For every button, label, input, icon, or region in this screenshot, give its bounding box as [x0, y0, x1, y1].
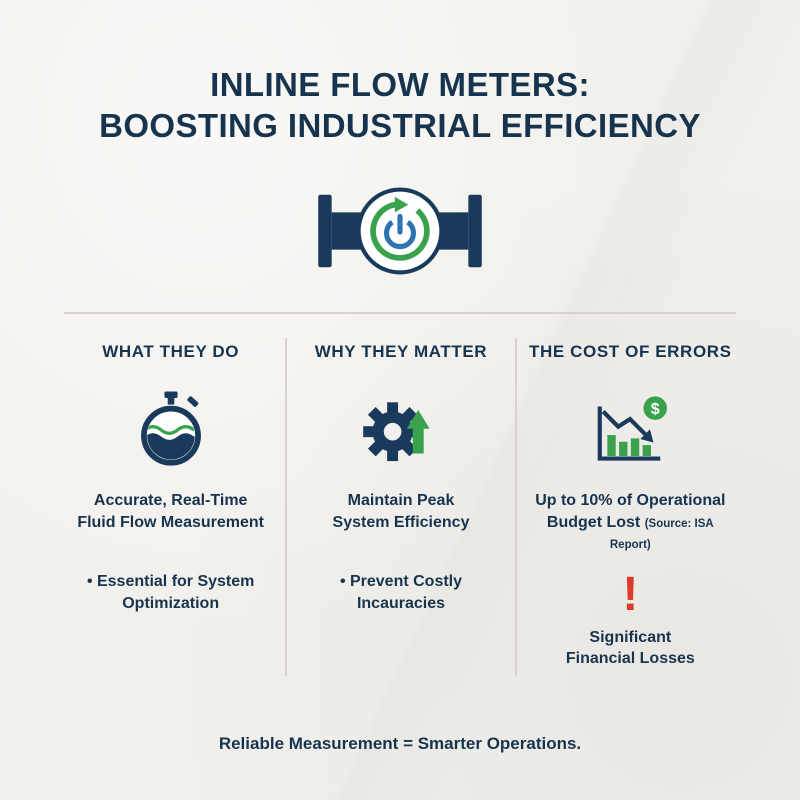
gear-efficiency-graphic [363, 402, 430, 462]
column-main-text: Maintain Peak System Efficiency [297, 490, 504, 533]
column-heading: THE COST OF ERRORS [529, 342, 732, 361]
dollar-icon: $ [651, 401, 660, 418]
text-line: Maintain Peak [347, 492, 455, 509]
text-line: Incauracies [356, 594, 446, 612]
stopwatch-graphic [140, 391, 201, 466]
flow-meter-graphic [318, 187, 482, 275]
budget-lost-line: Budget Lost (Source: ISA Report) [527, 512, 734, 555]
page-title: INLINE FLOW METERS: BOOSTING INDUSTRIAL … [0, 64, 800, 147]
column-cost-of-errors: THE COST OF ERRORS [514, 338, 744, 676]
text-line: Financial Losses [565, 650, 695, 668]
column-bullet-text: • Prevent Costly Incauracies [297, 571, 504, 614]
text-line: Fluid Flow Measurement [77, 513, 264, 531]
column-why-they-matter: WHY THEY MATTER [285, 338, 514, 676]
column-what-they-do: WHAT THEY DO Accurate, Rea [56, 338, 285, 676]
column-heading: WHY THEY MATTER [314, 342, 488, 361]
loss-chart-graphic: $ [597, 396, 668, 461]
footer-tagline: Reliable Measurement = Smarter Operation… [218, 734, 582, 753]
warning-text: Significant Financial Losses [527, 627, 734, 670]
column-main-text: Accurate, Real-Time Fluid Flow Measureme… [66, 490, 275, 533]
text-segment: Budget Lost [546, 513, 641, 531]
warning-exclamation-icon: ! [622, 567, 639, 621]
horizontal-divider [64, 312, 736, 314]
column-main-text: Up to 10% of Operational Budget Lost (So… [527, 490, 734, 555]
text-line: System Efficiency [332, 513, 470, 531]
title-line-2: BOOSTING INDUSTRIAL EFFICIENCY [99, 107, 701, 145]
source-note: (Source: ISA Report) [609, 517, 714, 552]
text-line: Accurate, Real-Time [93, 492, 248, 509]
loss-chart-icon: $ [527, 388, 734, 472]
flow-meter-icon [312, 184, 488, 283]
info-columns: WHAT THEY DO Accurate, Rea [56, 338, 744, 676]
text-line: • Essential for System [86, 573, 255, 591]
text-line: • Prevent Costly [339, 573, 463, 591]
text-line: Optimization [122, 594, 220, 612]
gear-efficiency-icon [297, 388, 504, 472]
text-line: Up to 10% of Operational [535, 492, 726, 509]
column-bullet-text: • Essential for System Optimization [66, 571, 275, 614]
text-line: Significant [589, 628, 672, 646]
title-line-1: INLINE FLOW METERS: [210, 66, 590, 103]
stopwatch-icon [66, 388, 275, 472]
column-heading: WHAT THEY DO [102, 342, 240, 361]
